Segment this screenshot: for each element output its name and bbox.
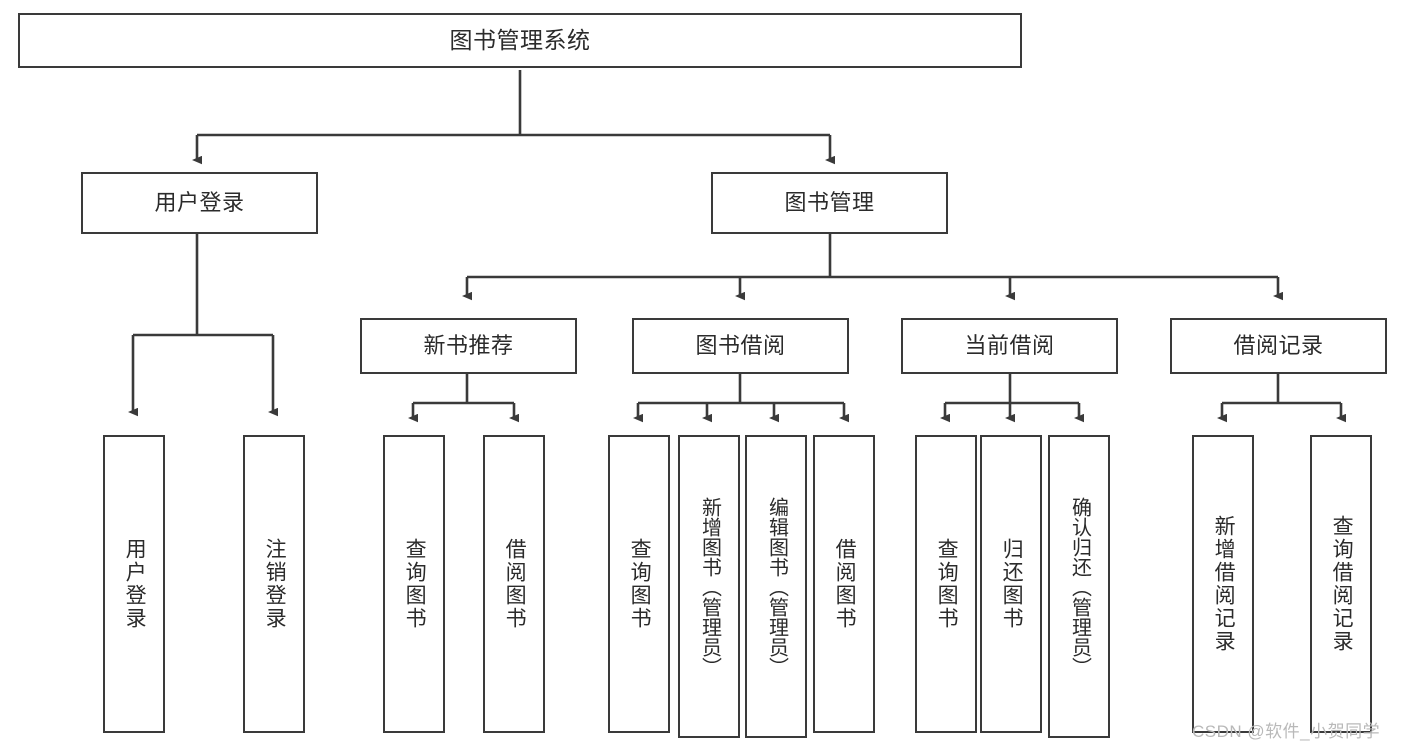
- leaf-borrow-edit-book-admin[interactable]: 编辑图书（管理员）: [745, 435, 807, 738]
- node-user-login[interactable]: 用户登录: [81, 172, 318, 234]
- node-label: 查询图书: [403, 538, 427, 630]
- node-root-system[interactable]: 图书管理系统: [18, 13, 1022, 68]
- node-label: 图书借阅: [695, 332, 786, 358]
- node-label: 新增借阅记录: [1212, 515, 1236, 653]
- leaf-borrow-query-book[interactable]: 查询图书: [608, 435, 670, 733]
- node-label: 图书管理: [784, 189, 875, 215]
- node-label: 图书管理系统: [449, 26, 591, 53]
- leaf-user-login-login[interactable]: 用户登录: [103, 435, 165, 733]
- node-book-borrow[interactable]: 图书借阅: [632, 318, 849, 374]
- node-label: 查询图书: [628, 538, 652, 630]
- node-label: 归还图书: [1000, 538, 1024, 630]
- node-label: 用户登录: [154, 189, 245, 215]
- node-label: 借阅记录: [1233, 332, 1324, 358]
- leaf-borrow-add-book-admin[interactable]: 新增图书（管理员）: [678, 435, 740, 738]
- leaf-recommend-borrow-book[interactable]: 借阅图书: [483, 435, 545, 733]
- watermark: CSDN @软件_小贺同学: [1192, 722, 1381, 741]
- node-borrow-record[interactable]: 借阅记录: [1170, 318, 1387, 374]
- node-label: 确认归还（管理员）: [1068, 496, 1091, 677]
- node-label: 用户登录: [123, 538, 147, 630]
- node-label: 借阅图书: [503, 538, 527, 630]
- node-label: 当前借阅: [964, 332, 1055, 358]
- node-label: 新书推荐: [423, 332, 514, 358]
- leaf-borrow-borrow-book[interactable]: 借阅图书: [813, 435, 875, 733]
- node-current-borrow[interactable]: 当前借阅: [901, 318, 1118, 374]
- node-label: 注销登录: [263, 538, 287, 630]
- leaf-user-login-logout[interactable]: 注销登录: [243, 435, 305, 733]
- node-label: 新增图书（管理员）: [698, 496, 721, 677]
- node-label: 编辑图书（管理员）: [765, 496, 788, 677]
- node-label: 查询借阅记录: [1330, 515, 1354, 653]
- leaf-recommend-query-book[interactable]: 查询图书: [383, 435, 445, 733]
- node-label: 查询图书: [935, 538, 959, 630]
- node-label: 借阅图书: [833, 538, 857, 630]
- node-new-book-recommend[interactable]: 新书推荐: [360, 318, 577, 374]
- leaf-current-return-book[interactable]: 归还图书: [980, 435, 1042, 733]
- leaf-record-add-record[interactable]: 新增借阅记录: [1192, 435, 1254, 733]
- leaf-current-confirm-return-admin[interactable]: 确认归还（管理员）: [1048, 435, 1110, 738]
- node-book-management[interactable]: 图书管理: [711, 172, 948, 234]
- leaf-record-query-record[interactable]: 查询借阅记录: [1310, 435, 1372, 733]
- leaf-current-query-book[interactable]: 查询图书: [915, 435, 977, 733]
